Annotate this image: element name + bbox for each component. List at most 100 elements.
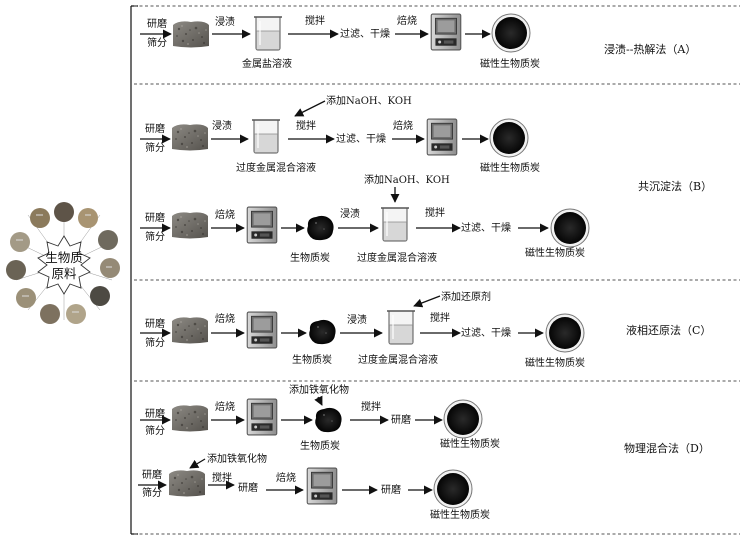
c-step-filter-dry: 过滤、干燥 <box>461 326 511 339</box>
c-grind: 研磨 <box>145 318 165 330</box>
d2-step-stir: 搅拌 <box>212 471 232 484</box>
method-a: 研磨 筛分 浸渍 金属盐溶液 搅拌 过滤、干燥 焙烧 磁性生物质炭 浸渍--热解… <box>140 13 696 70</box>
method-c: 研磨 筛分 焙烧 生物质炭 浸渍 添加还原剂 过度金属混合溶液 搅拌 过滤、干燥… <box>140 290 711 369</box>
b2-product-dish-icon <box>550 208 590 248</box>
c-char-label: 生物质炭 <box>292 353 332 366</box>
b1-grind: 研磨 <box>145 123 165 135</box>
a-liquid-label: 金属盐溶液 <box>242 57 292 70</box>
a-product-label: 磁性生物质炭 <box>480 57 540 70</box>
b2-biochar-icon <box>307 215 334 241</box>
feedstock-sample-icons <box>6 202 120 324</box>
b1-furnace-icon <box>426 118 458 156</box>
d2-step-grind: 研磨 <box>238 482 258 494</box>
b1-product-dish-icon <box>489 118 529 158</box>
b1-step-calcine: 焙烧 <box>393 119 413 132</box>
d1-step-stir: 搅拌 <box>361 400 381 413</box>
c-biochar-icon <box>309 319 336 345</box>
d2-product-label: 磁性生物质炭 <box>430 508 490 521</box>
c-furnace-icon <box>246 311 278 349</box>
a-step-impregnate: 浸渍 <box>215 15 235 28</box>
d1-biochar-icon <box>315 407 342 433</box>
c-reagent-arrow <box>413 295 441 308</box>
c-product-dish-icon <box>545 313 585 353</box>
b2-product-label: 磁性生物质炭 <box>525 246 585 259</box>
b1-step-impregnate: 浸渍 <box>212 119 232 132</box>
b2-step-calcine: 焙烧 <box>215 208 235 221</box>
a-sieve: 筛分 <box>147 36 167 49</box>
method-b-row-1: 研磨 筛分 浸渍 添加NaOH、KOH 过度金属混合溶液 搅拌 过滤、干燥 焙烧… <box>140 94 540 174</box>
a-beaker-icon <box>253 16 283 51</box>
b1-beaker-icon <box>251 119 281 154</box>
c-reagent: 添加还原剂 <box>441 290 491 303</box>
b1-sieve: 筛分 <box>145 141 165 154</box>
c-step-stir: 搅拌 <box>430 311 450 324</box>
b1-step-filter-dry: 过滤、干燥 <box>336 132 386 145</box>
d1-product-dish-icon <box>443 399 483 439</box>
b1-reagent-arrow <box>294 100 326 117</box>
a-product-dish-icon <box>491 13 531 53</box>
b2-reagent: 添加NaOH、KOH <box>364 173 450 186</box>
d1-step-grind: 研磨 <box>391 414 411 426</box>
b2-sieve: 筛分 <box>145 230 165 243</box>
b1-powder-icon <box>172 124 208 151</box>
d1-step-calcine: 焙烧 <box>215 400 235 413</box>
c-step-calcine: 焙烧 <box>215 312 235 325</box>
c-product-label: 磁性生物质炭 <box>525 356 585 369</box>
d2-sieve: 筛分 <box>142 486 162 499</box>
grouping-bracket <box>130 5 138 535</box>
d1-sieve: 筛分 <box>145 424 165 437</box>
b2-step-filter-dry: 过滤、干燥 <box>461 221 511 234</box>
center-label-line1: 生物质 <box>45 250 83 265</box>
d1-char-label: 生物质炭 <box>300 439 340 452</box>
b2-char-label: 生物质炭 <box>290 251 330 264</box>
b2-step-stir: 搅拌 <box>425 206 445 219</box>
b-method-label: 共沉淀法（B） <box>638 179 712 193</box>
d1-powder-icon <box>172 405 208 432</box>
d-method-label: 物理混合法（D） <box>624 441 710 455</box>
b2-grind: 研磨 <box>145 212 165 224</box>
d2-powder-icon <box>169 470 205 497</box>
c-powder-icon <box>172 317 208 344</box>
center-label-line2: 原料 <box>51 266 77 281</box>
a-step-stir: 搅拌 <box>305 14 325 27</box>
a-step-calcine: 焙烧 <box>397 14 417 27</box>
d1-reagent-arrow <box>314 395 323 406</box>
c-method-label: 液相还原法（C） <box>626 323 711 337</box>
d2-step-calcine: 焙烧 <box>276 471 296 484</box>
center-sun-badge <box>37 235 91 295</box>
d2-reagent: 添加铁氧化物 <box>207 452 267 465</box>
d2-reagent-arrow <box>189 458 206 469</box>
c-sieve: 筛分 <box>145 336 165 349</box>
d1-reagent: 添加铁氧化物 <box>289 383 349 396</box>
b2-beaker-icon <box>380 207 410 242</box>
b1-liquid-label: 过度金属混合溶液 <box>236 161 316 174</box>
a-method-label: 浸渍--热解法（A） <box>604 42 696 56</box>
method-d-row-1: 研磨 筛分 焙烧 添加铁氧化物 生物质炭 搅拌 研磨 磁性生物质炭 <box>140 383 500 452</box>
c-beaker-icon <box>386 310 416 345</box>
a-furnace-icon <box>430 13 462 51</box>
b1-product-label: 磁性生物质炭 <box>480 161 540 174</box>
feedstock-cluster: 生物质 原料 <box>6 202 120 324</box>
d1-product-label: 磁性生物质炭 <box>440 437 500 450</box>
b2-powder-icon <box>172 212 208 239</box>
d2-product-dish-icon <box>433 469 473 509</box>
d2-grind: 研磨 <box>142 469 162 481</box>
b2-step-impregnate: 浸渍 <box>340 207 360 220</box>
a-step-filter-dry: 过滤、干燥 <box>340 27 390 40</box>
a-powder-icon <box>173 21 209 48</box>
c-step-impregnate: 浸渍 <box>347 313 367 326</box>
b1-step-stir: 搅拌 <box>296 119 316 132</box>
b1-reagent: 添加NaOH、KOH <box>326 94 412 107</box>
b2-furnace-icon <box>246 206 278 244</box>
d1-grind: 研磨 <box>145 408 165 420</box>
d1-furnace-icon <box>246 398 278 436</box>
c-liquid-label: 过度金属混合溶液 <box>358 353 438 366</box>
method-b-row-2: 研磨 筛分 焙烧 生物质炭 浸渍 添加NaOH、KOH 过度金属混合溶液 搅拌 … <box>140 173 590 264</box>
d2-furnace-icon <box>306 467 338 505</box>
b2-liquid-label: 过度金属混合溶液 <box>357 251 437 264</box>
a-grind: 研磨 <box>147 18 167 30</box>
method-d-row-2: 研磨 筛分 添加铁氧化物 搅拌 研磨 焙烧 研磨 磁性生物质炭 <box>138 452 490 521</box>
d2-step-grind-2: 研磨 <box>381 484 401 496</box>
